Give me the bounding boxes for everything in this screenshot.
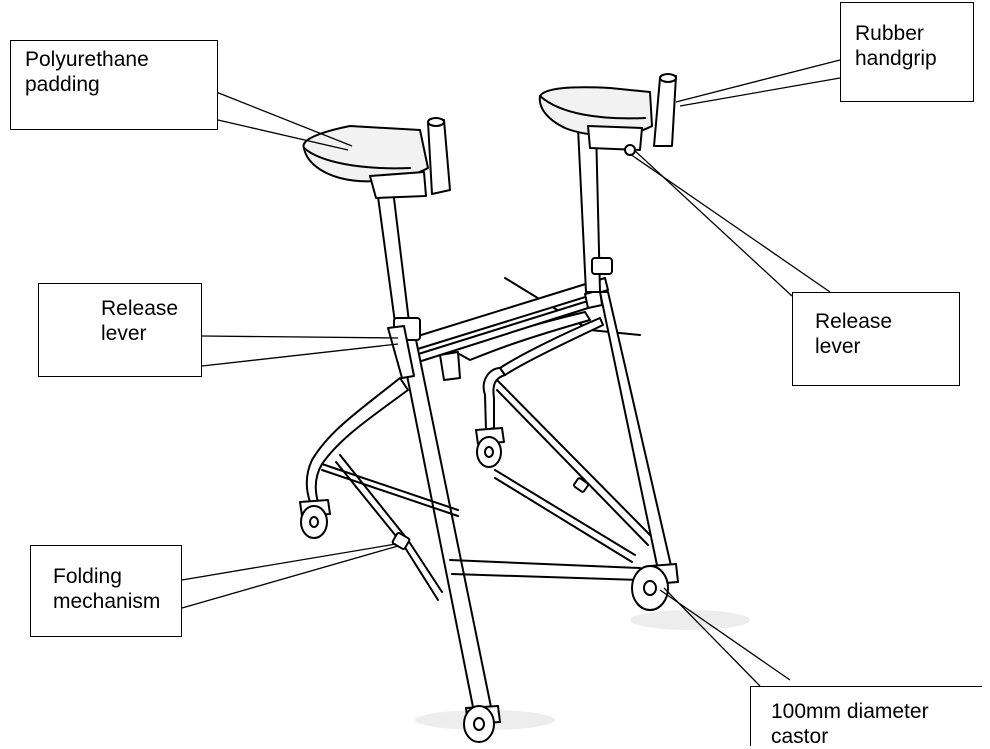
rear-leg <box>451 311 604 431</box>
leader-handgrip-2 <box>679 77 841 107</box>
leader-folding <box>181 543 397 581</box>
leader-padding <box>195 83 353 147</box>
label-folding-line2: mechanism <box>53 590 161 613</box>
leader-folding-2 <box>181 545 399 609</box>
left-upright <box>375 181 493 713</box>
walker-frame <box>299 73 679 743</box>
front-left-castor <box>299 499 331 539</box>
leader-castor-2 <box>663 587 761 687</box>
leader-lines <box>181 59 841 687</box>
label-folding-mechanism: Folding mechanism <box>30 545 182 637</box>
label-polyurethane-padding: Polyurethane padding <box>10 40 218 130</box>
label-folding-line1: Folding <box>53 565 122 588</box>
leader-castor <box>659 589 791 681</box>
leader-padding-2 <box>217 119 349 151</box>
label-handgrip-line1: Rubber <box>855 22 924 45</box>
leader-release-left-2 <box>201 343 399 367</box>
label-release-right-line2: lever <box>815 335 861 358</box>
right-upright <box>577 127 673 571</box>
label-castor-line1: 100mm diameter <box>771 700 929 723</box>
label-rubber-handgrip: Rubber handgrip <box>840 2 974 102</box>
front-center-castor <box>463 705 501 743</box>
leader-handgrip <box>675 59 841 103</box>
front-cross-bars <box>321 454 641 601</box>
label-castor-line2: castor <box>771 725 829 748</box>
left-front-leg <box>305 377 409 503</box>
front-right-castor <box>631 563 679 611</box>
label-release-lever-right: Release lever <box>792 292 960 386</box>
label-padding-line1: Polyurethane <box>25 48 149 71</box>
folding-joint <box>391 477 589 550</box>
leader-release-right-2 <box>633 149 793 297</box>
label-release-left-line1: Release <box>101 297 179 320</box>
label-release-left-line2: lever <box>101 322 147 345</box>
label-release-lever-left: Release lever <box>38 283 202 377</box>
rear-castor <box>475 427 505 468</box>
label-castor: 100mm diameter castor <box>750 686 982 748</box>
left-armrest <box>302 117 451 199</box>
leader-release-left <box>201 335 399 339</box>
label-release-right-line1: Release <box>815 310 893 333</box>
label-handgrip-line2: handgrip <box>855 47 937 70</box>
label-padding-line2: padding <box>25 73 100 96</box>
right-armrest <box>538 73 677 156</box>
